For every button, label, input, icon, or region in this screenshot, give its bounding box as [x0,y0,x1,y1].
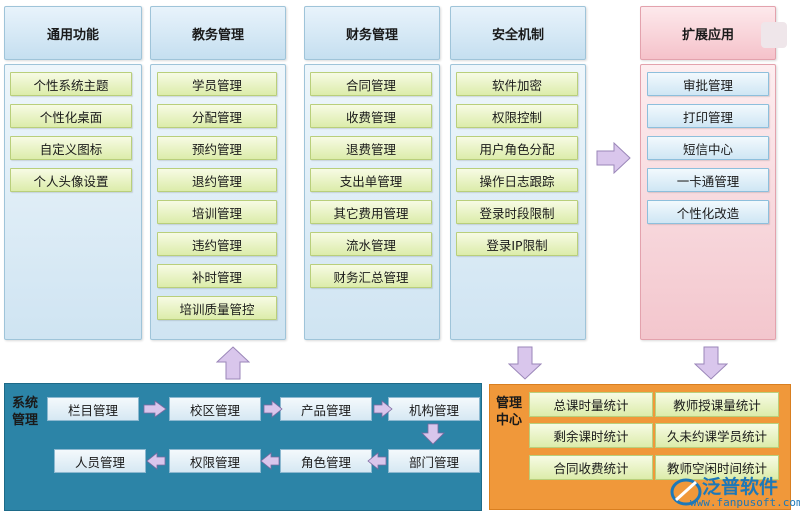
node-contract-stats[interactable]: 合同收费统计 [529,455,653,480]
node-customize[interactable]: 个性化改造 [647,200,769,224]
manager-panel-label-line1: 管理 [496,396,523,411]
column-header-extension: 扩展应用 [640,6,776,60]
node-card[interactable]: 一卡通管理 [647,168,769,192]
node-contract[interactable]: 合同管理 [310,72,432,96]
column-header-finance: 财务管理 [304,6,440,60]
node-dept-mgmt[interactable]: 部门管理 [388,449,480,473]
logo-url: www.fanpusoft.com [690,496,800,509]
column-header-security: 安全机制 [450,6,586,60]
node-permission-mgmt[interactable]: 权限管理 [169,449,261,473]
arrow-down-icon [421,423,445,445]
system-panel-label-line2: 管理 [12,413,39,428]
arrow-left-icon [146,452,166,470]
node-refund[interactable]: 退费管理 [310,136,432,160]
arrow-down-icon [694,346,728,380]
node-login-time[interactable]: 登录时段限制 [456,200,578,224]
node-student[interactable]: 学员管理 [157,72,277,96]
arrow-right-icon [143,400,167,418]
arrow-up-icon [216,346,250,380]
node-staff-mgmt[interactable]: 人员管理 [54,449,146,473]
node-charge[interactable]: 收费管理 [310,104,432,128]
system-panel-label-line1: 系统 [12,396,39,411]
node-sms[interactable]: 短信中心 [647,136,769,160]
node-teacher-hours[interactable]: 教师授课量统计 [655,392,779,417]
arrow-right-icon [373,400,393,418]
node-org-mgmt[interactable]: 机构管理 [388,397,480,421]
node-teacher-free-time[interactable]: 教师空闲时间统计 [655,455,779,480]
arrow-right-icon [596,142,631,174]
manager-panel-label: 管理 中心 [496,395,522,429]
node-role-mgmt[interactable]: 角色管理 [280,449,372,473]
node-print[interactable]: 打印管理 [647,104,769,128]
node-makeup[interactable]: 补时管理 [157,264,277,288]
arrow-left-icon [367,452,387,470]
node-violation[interactable]: 违约管理 [157,232,277,256]
node-cancel[interactable]: 退约管理 [157,168,277,192]
node-product-mgmt[interactable]: 产品管理 [280,397,372,421]
system-panel-label: 系统 管理 [12,395,38,429]
node-cashflow[interactable]: 流水管理 [310,232,432,256]
node-theme[interactable]: 个性系统主题 [10,72,132,96]
arrow-right-icon [263,400,283,418]
node-remaining-hours[interactable]: 剩余课时统计 [529,423,653,448]
node-booking[interactable]: 预约管理 [157,136,277,160]
node-custom-icon[interactable]: 自定义图标 [10,136,132,160]
node-approval[interactable]: 审批管理 [647,72,769,96]
node-role-assign[interactable]: 用户角色分配 [456,136,578,160]
corner-decoration-icon [761,22,787,48]
node-other-fee[interactable]: 其它费用管理 [310,200,432,224]
node-desktop[interactable]: 个性化桌面 [10,104,132,128]
node-total-hours[interactable]: 总课时量统计 [529,392,653,417]
column-header-academic: 教务管理 [150,6,286,60]
manager-panel-label-line2: 中心 [496,413,523,428]
logo-name: 泛普软件 [702,476,779,498]
node-inactive-students[interactable]: 久未约课学员统计 [655,423,779,448]
arrow-left-icon [260,452,280,470]
column-header-general: 通用功能 [4,6,142,60]
node-assign[interactable]: 分配管理 [157,104,277,128]
arrow-down-icon [508,346,542,380]
node-audit-log[interactable]: 操作日志跟踪 [456,168,578,192]
node-quality[interactable]: 培训质量管控 [157,296,277,320]
node-campus-mgmt[interactable]: 校区管理 [169,397,261,421]
node-permission[interactable]: 权限控制 [456,104,578,128]
node-column-mgmt[interactable]: 栏目管理 [47,397,139,421]
fanpu-logo-icon [670,478,702,506]
node-encryption[interactable]: 软件加密 [456,72,578,96]
node-login-ip[interactable]: 登录IP限制 [456,232,578,256]
node-training[interactable]: 培训管理 [157,200,277,224]
node-finance-summary[interactable]: 财务汇总管理 [310,264,432,288]
node-expense[interactable]: 支出单管理 [310,168,432,192]
node-avatar[interactable]: 个人头像设置 [10,168,132,192]
